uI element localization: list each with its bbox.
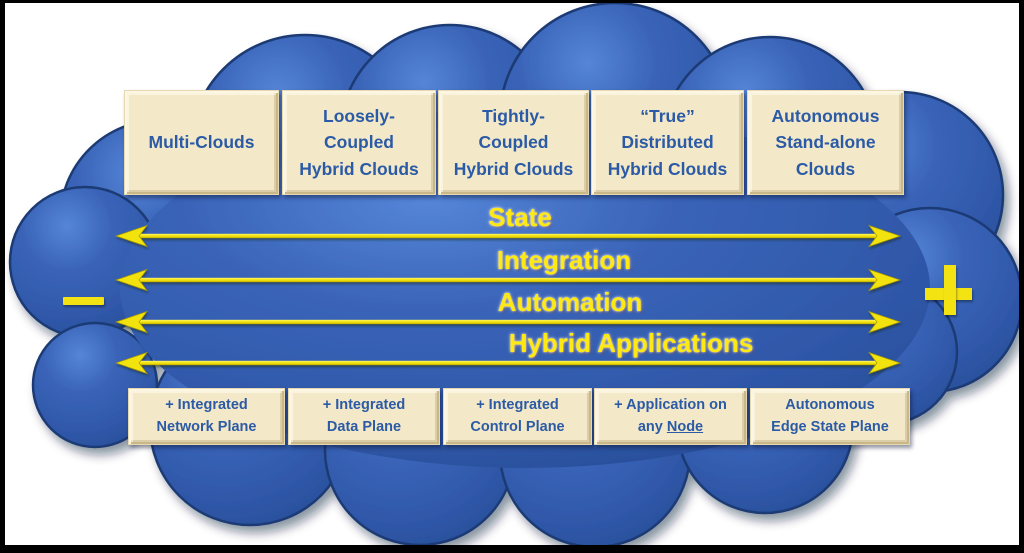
- box-integrated-network-plane: + Integrated Network Plane: [128, 388, 285, 445]
- frame-bottom-edge: [0, 545, 1024, 553]
- axis-label-automation: Automation: [497, 287, 643, 317]
- box-label: + Application on any Node: [614, 397, 727, 435]
- minus-sign: [63, 297, 104, 305]
- box-label: Loosely- Coupled Hybrid Clouds: [299, 106, 419, 179]
- box-label: Tightly- Coupled Hybrid Clouds: [453, 106, 574, 179]
- cloud-body: [120, 108, 930, 468]
- box-label: + Integrated Network Plane: [156, 397, 257, 435]
- axis-label-state: State: [488, 202, 552, 232]
- frame-right-edge: [1019, 0, 1024, 553]
- box-loosely-coupled-hybrid-clouds: Loosely- Coupled Hybrid Clouds: [282, 90, 436, 195]
- box-application-on-any-node: + Application on any Node: [594, 388, 747, 445]
- box-label: “True” Distributed Hybrid Clouds: [607, 106, 728, 179]
- box-true-distributed-hybrid-clouds: “True” Distributed Hybrid Clouds: [591, 90, 744, 195]
- box-autonomous-standalone-clouds: Autonomous Stand-alone Clouds: [747, 90, 904, 195]
- plus-sign: [925, 265, 972, 315]
- plus-vertical-bar: [944, 265, 956, 315]
- box-label: Multi-Clouds: [148, 132, 255, 153]
- box-multi-clouds: Multi-Clouds: [124, 90, 279, 195]
- frame-top-edge: [0, 0, 1024, 3]
- box-integrated-data-plane: + Integrated Data Plane: [288, 388, 440, 445]
- box-tightly-coupled-hybrid-clouds: Tightly- Coupled Hybrid Clouds: [438, 90, 589, 195]
- axis-label-hybrid-applications: Hybrid Applications: [508, 328, 754, 358]
- frame-left-edge: [0, 0, 5, 553]
- axis-label-integration: Integration: [496, 245, 632, 275]
- box-integrated-control-plane: + Integrated Control Plane: [443, 388, 592, 445]
- box-label: + Integrated Data Plane: [322, 397, 406, 435]
- box-label: Autonomous Stand-alone Clouds: [771, 106, 880, 179]
- box-label: + Integrated Control Plane: [470, 397, 565, 435]
- box-autonomous-edge-state-plane: Autonomous Edge State Plane: [750, 388, 910, 445]
- box-label: Autonomous Edge State Plane: [771, 397, 889, 435]
